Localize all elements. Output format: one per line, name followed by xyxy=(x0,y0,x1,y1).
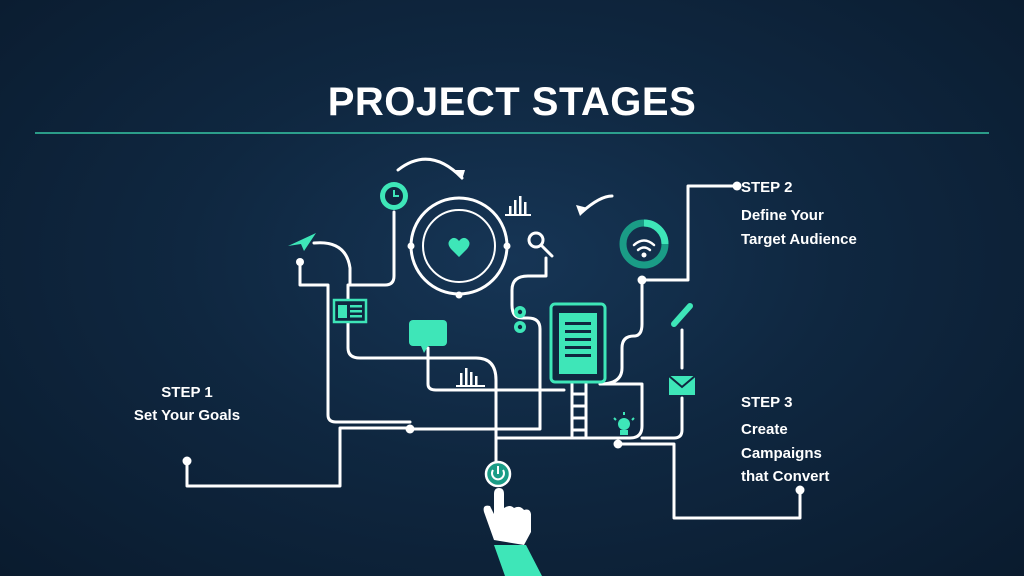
paper-plane-icon xyxy=(288,233,316,251)
lightbulb-icon xyxy=(613,412,635,435)
step-3-description-line-3: that Convert xyxy=(741,468,830,485)
browser-window-icon xyxy=(332,298,368,324)
step-2-description-line-1: Define Your xyxy=(741,207,824,224)
gears-icon xyxy=(514,306,526,333)
step-2-description-line-2: Target Audience xyxy=(741,231,857,248)
step-2-label: STEP 2 xyxy=(741,179,793,196)
clock-icon xyxy=(380,182,408,210)
arrow-head xyxy=(454,170,465,180)
step-3-description-line-2: Campaigns xyxy=(741,445,822,462)
connector-nodes xyxy=(182,181,805,495)
envelope-icon xyxy=(668,375,696,395)
wifi-icon xyxy=(619,219,669,269)
step-1-label: STEP 1 xyxy=(161,384,213,401)
page-title: PROJECT STAGES xyxy=(327,80,697,124)
document-icon xyxy=(549,302,607,384)
bar-chart-icon xyxy=(456,368,485,387)
bar-chart-icon xyxy=(505,196,531,216)
step-3-label: STEP 3 xyxy=(741,394,793,411)
heart-ring-icon xyxy=(407,196,511,299)
pencil-icon xyxy=(671,303,693,327)
arrow-head xyxy=(576,205,588,216)
step-3-description-line-1: Create xyxy=(741,421,788,438)
step-1-description: Set Your Goals xyxy=(133,407,241,424)
heart-icon xyxy=(448,237,470,257)
power-icon xyxy=(484,460,512,488)
search-icon xyxy=(527,231,554,258)
hand-pointer-icon xyxy=(483,488,542,576)
chat-bubble-icon xyxy=(409,320,447,353)
